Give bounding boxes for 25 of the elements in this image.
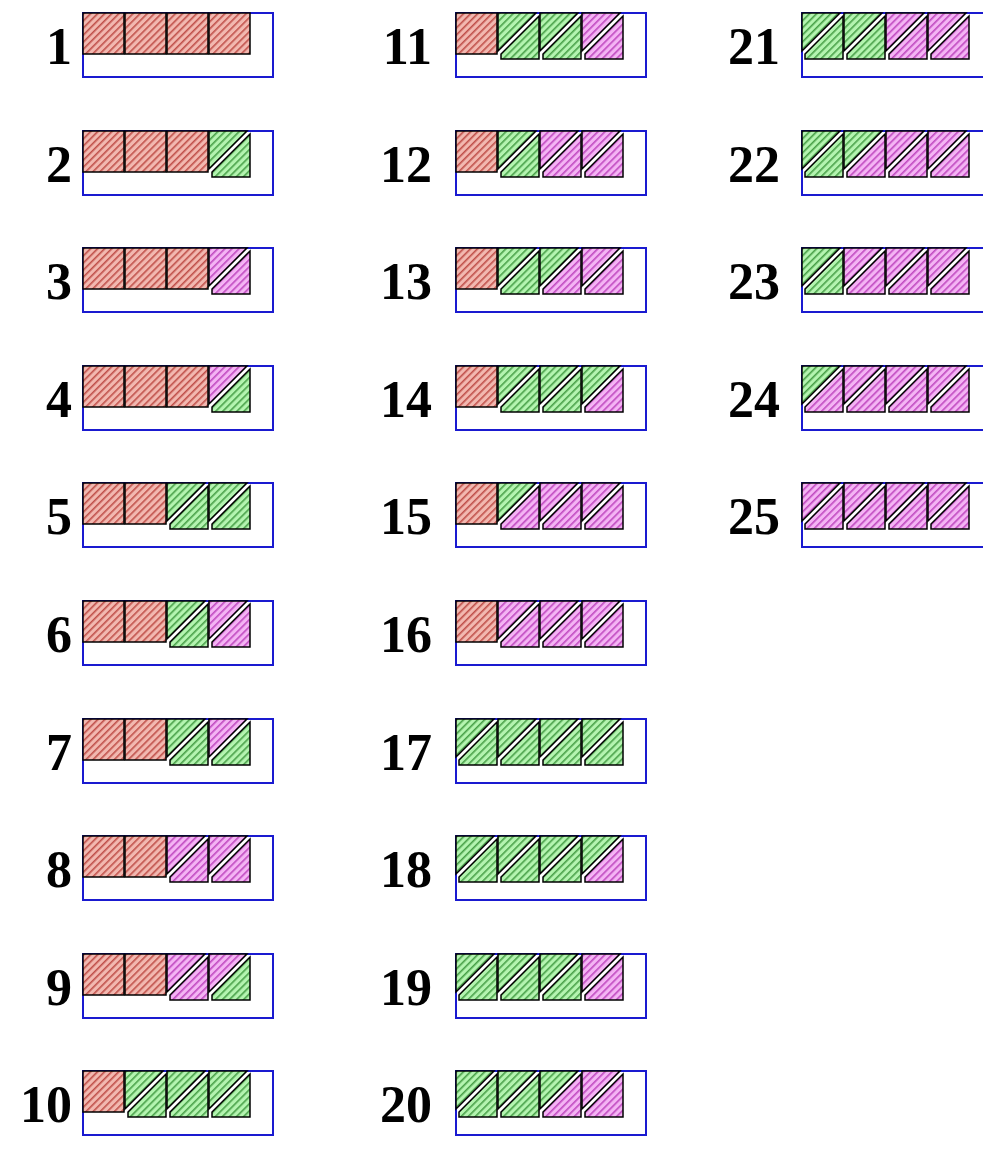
figure-number: 17	[379, 724, 432, 781]
figure-number: 19	[379, 959, 432, 1016]
figure-number: 10	[19, 1077, 72, 1134]
figure-number: 8	[45, 842, 72, 899]
figure-number: 1	[45, 19, 72, 75]
figure-number: 21	[727, 19, 780, 75]
figure-number: 11	[381, 19, 432, 75]
figure-number: 5	[45, 489, 72, 546]
figure-number: 14	[379, 371, 432, 428]
figure-number: 22	[727, 136, 780, 193]
figure-number: 20	[379, 1077, 432, 1134]
figure-number: 16	[379, 607, 432, 663]
figure-number: 18	[379, 842, 432, 899]
figure-number: 12	[379, 136, 432, 193]
figure-number: 24	[727, 371, 780, 428]
figure-number: 2	[45, 136, 72, 193]
figure-number: 15	[379, 489, 432, 546]
figure-number: 3	[45, 254, 72, 311]
figure-number: 23	[727, 254, 780, 311]
figure-number: 4	[45, 371, 72, 428]
figure-number: 9	[45, 959, 72, 1016]
figure-number: 7	[45, 724, 72, 781]
figure-number: 13	[379, 254, 432, 311]
figure-number: 25	[727, 489, 780, 546]
figure-number: 6	[45, 607, 72, 663]
